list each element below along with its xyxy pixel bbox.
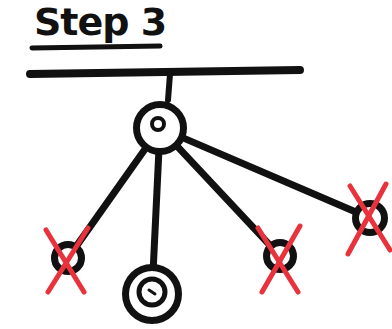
node-circle <box>126 268 179 321</box>
node-circle <box>137 105 184 152</box>
cross-stroke <box>262 226 300 292</box>
cross-stroke <box>348 184 386 254</box>
node-outline <box>352 200 388 236</box>
node-circle <box>55 245 82 272</box>
cross-stroke <box>46 230 84 292</box>
node-circle <box>356 204 385 233</box>
node-circle <box>267 243 294 270</box>
tree-node <box>133 101 187 155</box>
node-outline <box>133 101 187 155</box>
cross-stroke <box>350 186 390 250</box>
cross-marks <box>46 184 390 292</box>
cross-stroke <box>258 228 298 292</box>
title-underline <box>32 46 160 48</box>
tree-branch <box>78 150 145 244</box>
step-title: Step 3 <box>34 0 166 44</box>
tree-node <box>352 200 388 236</box>
tree-branch <box>178 148 268 244</box>
tree-node <box>122 264 182 324</box>
cross-stroke <box>48 228 88 292</box>
tree-node <box>51 241 85 275</box>
tree-node <box>263 239 297 273</box>
divider-line <box>30 70 300 74</box>
tree-branch <box>185 139 354 211</box>
node-outline <box>51 241 85 275</box>
tree-branch <box>153 155 158 264</box>
node-outline <box>122 264 182 324</box>
tick-line <box>168 74 170 100</box>
node-outline <box>263 239 297 273</box>
